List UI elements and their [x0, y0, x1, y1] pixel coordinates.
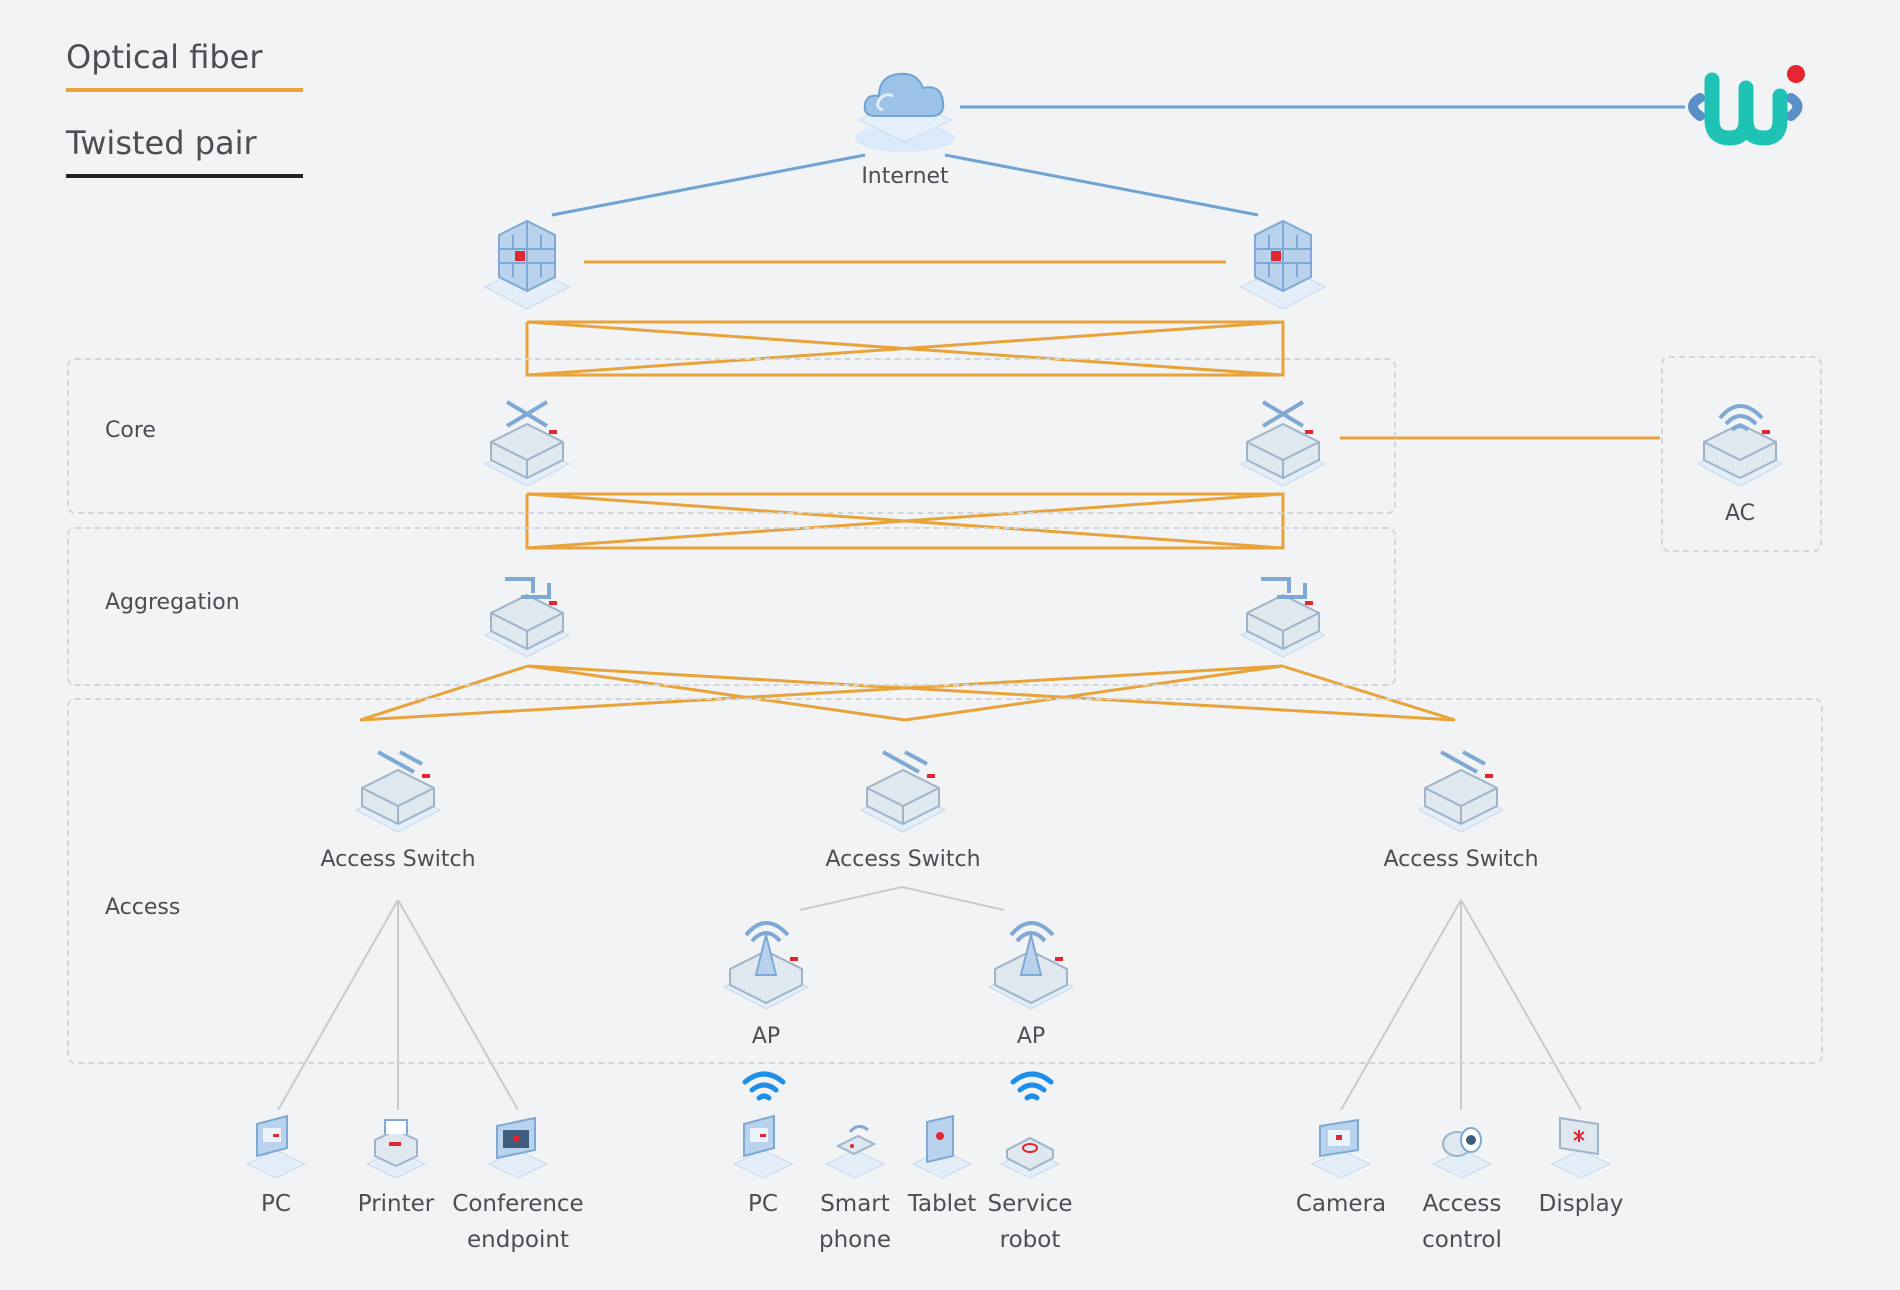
endpoint-printer: Printer [331, 1110, 461, 1222]
link-as-left-pc [277, 899, 399, 1111]
aggregation-switch-icon [483, 577, 571, 658]
core-switch-left [467, 382, 587, 497]
endpoint-access-control-label: Access control [1422, 1191, 1502, 1253]
link-as-center-ap-left [799, 886, 903, 911]
legend-fiber-label: Optical fiber [66, 38, 263, 76]
wifi-signal-icon [739, 1068, 789, 1108]
link-agg-access-1 [359, 664, 529, 722]
wifi-signal-icon [1007, 1068, 1057, 1108]
pc-icon [245, 1114, 307, 1179]
ap-right: AP [971, 905, 1091, 1054]
aggregation-zone-label: Aggregation [105, 590, 240, 615]
link-internet-firewall-left [551, 153, 866, 217]
core-switch-icon [1239, 400, 1327, 487]
aggregation-zone [67, 527, 1396, 686]
access-switch-icon [354, 750, 442, 833]
aggregation-switch-icon [1239, 577, 1327, 658]
core-switch-right [1223, 382, 1343, 497]
access-switch-icon [1417, 750, 1505, 833]
ap-right-label: AP [1016, 1024, 1046, 1049]
tablet-icon [911, 1114, 973, 1179]
endpoint-display: Display [1516, 1110, 1646, 1222]
link-agg-access-4 [359, 664, 1283, 722]
link-as-right-display [1460, 899, 1582, 1111]
access-zone [67, 698, 1823, 1064]
endpoint-tablet: Tablet [897, 1110, 987, 1222]
endpoint-smartphone-label: Smart phone [819, 1191, 891, 1253]
internet-label: Internet [861, 164, 949, 189]
access-switch-icon [859, 750, 947, 833]
legend-twisted-line [66, 174, 303, 178]
brand-logo [1680, 58, 1810, 153]
aggregation-switch-left [467, 553, 587, 668]
endpoint-robot-label: Service robot [987, 1191, 1073, 1253]
ap-left-label: AP [751, 1024, 781, 1049]
access-switch-center: Access Switch [813, 728, 993, 877]
link-agg-access-5 [904, 664, 1283, 722]
link-firewall-core-cross-b [526, 320, 1284, 377]
access-switch-right-label: Access Switch [1383, 847, 1539, 872]
access-point-icon [987, 921, 1075, 1010]
link-agg-access-2 [527, 664, 906, 722]
link-agg-access-3 [527, 664, 1456, 722]
ac-controller: AC [1680, 382, 1800, 531]
access-point-icon [722, 921, 810, 1010]
endpoint-conference-label: Conference endpoint [452, 1191, 584, 1253]
firewall-icon [1239, 219, 1327, 310]
endpoint-display-label: Display [1538, 1191, 1624, 1217]
endpoint-pc-center-label: PC [748, 1191, 778, 1217]
legend-twisted-label: Twisted pair [66, 124, 257, 162]
endpoint-smartphone: Smart phone [805, 1110, 905, 1258]
display-icon [1550, 1116, 1612, 1179]
endpoint-camera: Camera [1276, 1110, 1406, 1222]
link-as-right-camera [1340, 899, 1462, 1111]
access-control-icon [1431, 1127, 1493, 1179]
core-zone [67, 358, 1396, 514]
link-agg-access-6 [1281, 664, 1456, 722]
access-switch-left-label: Access Switch [320, 847, 476, 872]
camera-icon [1310, 1118, 1372, 1179]
link-as-center-ap-right [901, 886, 1005, 911]
access-switch-left: Access Switch [308, 728, 488, 877]
core-switch-icon [483, 400, 571, 487]
service-robot-icon [999, 1136, 1061, 1179]
firewall-left [467, 205, 587, 320]
ap-left: AP [706, 905, 826, 1054]
link-internet-firewall-right [944, 153, 1259, 217]
endpoint-tablet-label: Tablet [907, 1191, 977, 1217]
endpoint-printer-label: Printer [357, 1191, 435, 1217]
internet-node: Internet [835, 50, 975, 194]
endpoint-access-control: Access control [1397, 1110, 1527, 1258]
aggregation-switch-right [1223, 553, 1343, 668]
endpoint-conference: Conference endpoint [443, 1110, 593, 1258]
ac-label: AC [1724, 501, 1756, 526]
access-zone-label: Access [105, 895, 181, 920]
pc-icon [732, 1114, 794, 1179]
cloud-icon [855, 72, 955, 152]
legend-fiber-line [66, 88, 303, 92]
access-switch-right: Access Switch [1371, 728, 1551, 877]
access-controller-icon [1696, 404, 1784, 487]
endpoint-camera-label: Camera [1295, 1191, 1387, 1217]
smartphone-icon [824, 1125, 886, 1179]
endpoint-pc-left-label: PC [261, 1191, 291, 1217]
firewall-right [1223, 205, 1343, 320]
access-switch-center-label: Access Switch [825, 847, 981, 872]
ac-zone [1661, 356, 1822, 552]
endpoint-robot: Service robot [975, 1110, 1085, 1258]
link-core-agg-cross-b [526, 492, 1284, 550]
link-as-left-conference [397, 899, 519, 1111]
endpoint-pc-center: PC [698, 1110, 828, 1222]
firewall-icon [483, 219, 571, 310]
printer-icon [365, 1119, 427, 1179]
core-zone-label: Core [105, 418, 156, 443]
endpoint-pc-left: PC [211, 1110, 341, 1222]
conference-endpoint-icon [487, 1116, 549, 1179]
